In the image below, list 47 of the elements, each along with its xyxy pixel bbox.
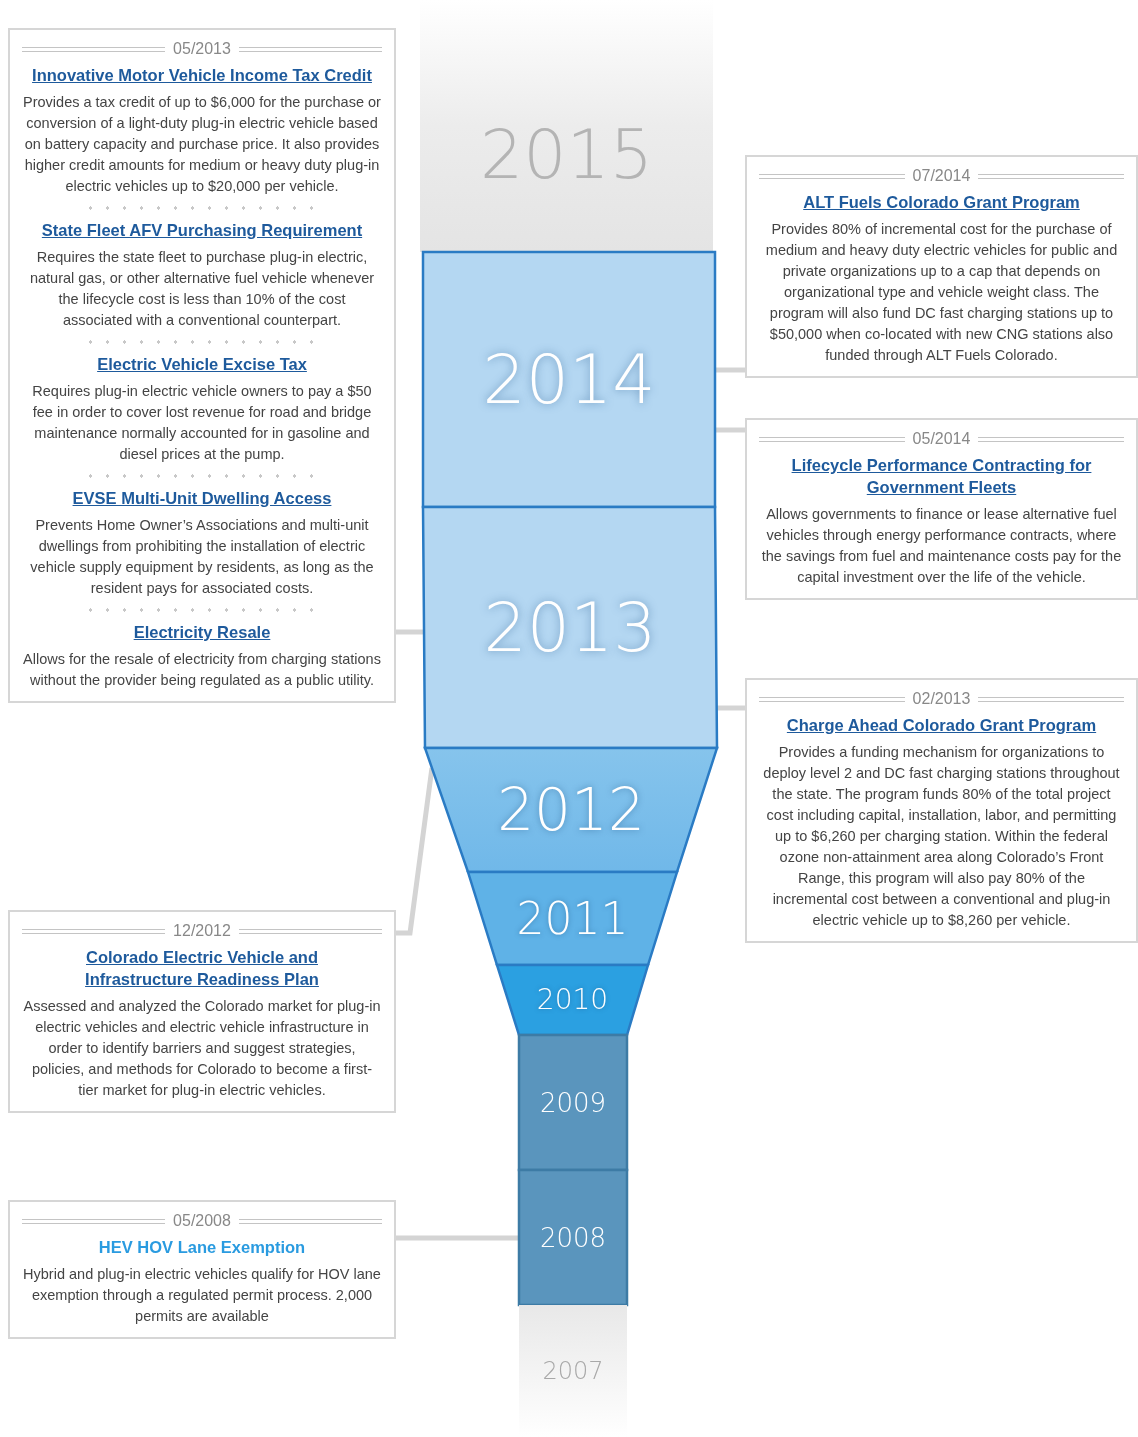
- info-card: [8, 1200, 396, 1339]
- year-label: 2014: [481, 345, 657, 414]
- year-label: 2007: [541, 1359, 605, 1383]
- policy-title-link: Charge Ahead Colorado Grant Program: [785, 715, 1098, 736]
- year-label: 2015: [478, 121, 655, 189]
- connector-line: [396, 1235, 519, 1241]
- policy-description: Prevents Home Owner’s Associations and multi-unit dwellings from prohibiting the installation of electric vehicle supply equipment by residents, as long as the resident pays for associated costs.: [29, 516, 375, 598]
- info-card: [8, 910, 396, 1113]
- policy-description: Provides a funding mechanism for organizations to deploy level 2 and DC fast charging stations throughout the state. The program funds 80% of the total project cost including capital, installation, labor, and permitting up to $6,260 per charging station. Within the federal ozone non-attainment area along Colorado’s Front Range, this program will also pay 80% of the incremental cost between a conventional and plug-in electric vehicle up to $8,260 per vehicle.: [762, 743, 1121, 930]
- policy-title-link: Electricity Resale: [132, 622, 272, 643]
- policy-title-link: Lifecycle Performance Contracting for Government Fleets: [790, 455, 1093, 498]
- date-label: 05/2014: [912, 430, 971, 448]
- policy-description: Requires the state fleet to purchase plug-in electric, natural gas, or other alternative fuel vehicle whenever the lifecycle cost is less than 10% of the cost associated with a conventional counterpart.: [28, 248, 376, 330]
- policy-description: Assessed and analyzed the Colorado market for plug-in electric vehicles and electric vehicle infrastructure in order to identify barriers and suggest strategies, policies, and methods for Colorado to become a first-tier market for plug-in electric vehicles.: [22, 997, 382, 1100]
- policy-title-link: EVSE Multi-Unit Dwelling Access: [71, 488, 333, 509]
- year-label: 2013: [482, 593, 658, 662]
- year-label: 2011: [515, 896, 630, 941]
- connector-line: [716, 705, 745, 711]
- date-label: 05/2013: [173, 40, 231, 58]
- year-label: 2009: [538, 1089, 608, 1116]
- info-card: [745, 155, 1138, 378]
- policy-title: HEV HOV Lane Exemption: [97, 1237, 307, 1258]
- policy-description: Allows governments to finance or lease alternative fuel vehicles through energy performance contracts, where the savings from fuel and maintenance costs pay for the capital investment over the life of the vehicle.: [760, 505, 1123, 587]
- connector-line: [715, 427, 745, 433]
- policy-description: Requires plug-in electric vehicle owners to pay a $50 fee in order to cover lost revenue for road and bridge maintenance normally accounted for in gasoline and diesel prices at the pump.: [31, 382, 373, 464]
- policy-title-link: ALT Fuels Colorado Grant Program: [802, 192, 1081, 213]
- policy-description: Provides a tax credit of up to $6,000 for the purchase or conversion of a light-duty plug-in electric vehicle based on battery capacity and purchase price. It also provides higher credit amounts for medium or heavy duty plug-in electric vehicles up to $20,000 per vehicle.: [22, 93, 382, 196]
- date-label: 05/2008: [173, 1212, 231, 1230]
- policy-title-link: Colorado Electric Vehicle and Infrastructure Readiness Plan: [84, 947, 320, 990]
- date-label: 07/2014: [912, 167, 971, 185]
- connector-line: [715, 367, 745, 373]
- policy-description: Hybrid and plug-in electric vehicles qualify for HOV lane exemption through a regulated permit process. 2,000 permits are available: [22, 1265, 382, 1326]
- connector-line: [396, 629, 425, 635]
- policy-description: Provides 80% of incremental cost for the purchase of medium and heavy duty electric vehicles for public and private organizations up to a cap that depends on organizational type and vehicle weight class. The program will also fund DC fast charging stations up to $50,000 when co-located with new CNG stations also funded through ALT Fuels Colorado.: [764, 220, 1119, 365]
- policy-title-link: State Fleet AFV Purchasing Requirement: [40, 220, 364, 241]
- info-card: [745, 678, 1138, 943]
- info-card: [745, 418, 1138, 600]
- date-label: 12/2012: [173, 922, 231, 940]
- policy-description: Allows for the resale of electricity from charging stations without the provider being regulated as a public utility.: [22, 650, 382, 690]
- date-label: 02/2013: [912, 690, 971, 708]
- info-card: [8, 28, 396, 703]
- policy-title-link: Electric Vehicle Excise Tax: [96, 354, 308, 375]
- year-label: 2012: [496, 781, 646, 839]
- year-label: 2008: [538, 1224, 608, 1251]
- connector-line: [396, 767, 435, 936]
- policy-title-link: Innovative Motor Vehicle Income Tax Credit: [32, 65, 372, 86]
- year-label: 2010: [535, 986, 610, 1014]
